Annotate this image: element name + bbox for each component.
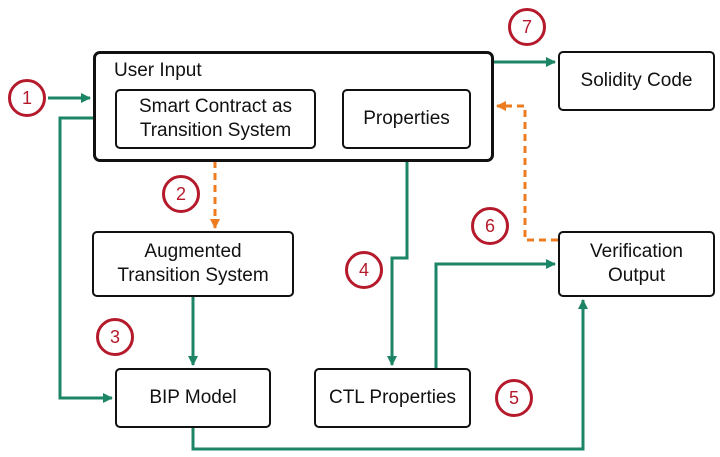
augmented-label-line2: Transition System [117, 265, 269, 286]
step-badge-2: 2 [162, 175, 200, 213]
solidity-code-node[interactable]: Solidity Code [558, 51, 715, 111]
user-input-label: User Input [114, 60, 202, 81]
edge-bip-to-verification [191, 299, 588, 451]
smart-contract-label-line2: Transition System [139, 120, 292, 141]
step-badge-4: 4 [345, 251, 383, 289]
augmented-label-line1: Augmented [144, 241, 242, 262]
step-badge-3: 3 [96, 318, 134, 356]
edge-4-properties-to-ctl [387, 149, 409, 366]
verification-output-node[interactable]: Verification Output [558, 231, 715, 297]
bip-model-node[interactable]: BIP Model [115, 368, 271, 428]
step-badge-7: 7 [508, 8, 546, 46]
smart-contract-label-line1: Smart Contract as [138, 96, 293, 117]
bip-model-label: BIP Model [149, 387, 237, 408]
properties-label: Properties [363, 108, 450, 129]
step-badge-1: 1 [8, 79, 46, 117]
step-badge-6: 6 [471, 207, 509, 245]
augmented-transition-system-node[interactable]: Augmented Transition System [92, 231, 294, 297]
properties-node[interactable]: Properties [342, 89, 471, 149]
verification-label-line2: Output [607, 265, 666, 286]
smart-contract-node[interactable]: Smart Contract as Transition System [115, 89, 316, 149]
ctl-properties-label: CTL Properties [328, 387, 457, 408]
edge-smart-contract-to-bip [58, 116, 115, 403]
solidity-code-label: Solidity Code [580, 70, 693, 91]
ctl-properties-node[interactable]: CTL Properties [314, 368, 471, 428]
edge-6-feedback [496, 101, 558, 242]
verification-label-line1: Verification [590, 241, 683, 262]
edge-5-ctl-to-verification [434, 259, 556, 368]
step-badge-5: 5 [495, 379, 533, 417]
